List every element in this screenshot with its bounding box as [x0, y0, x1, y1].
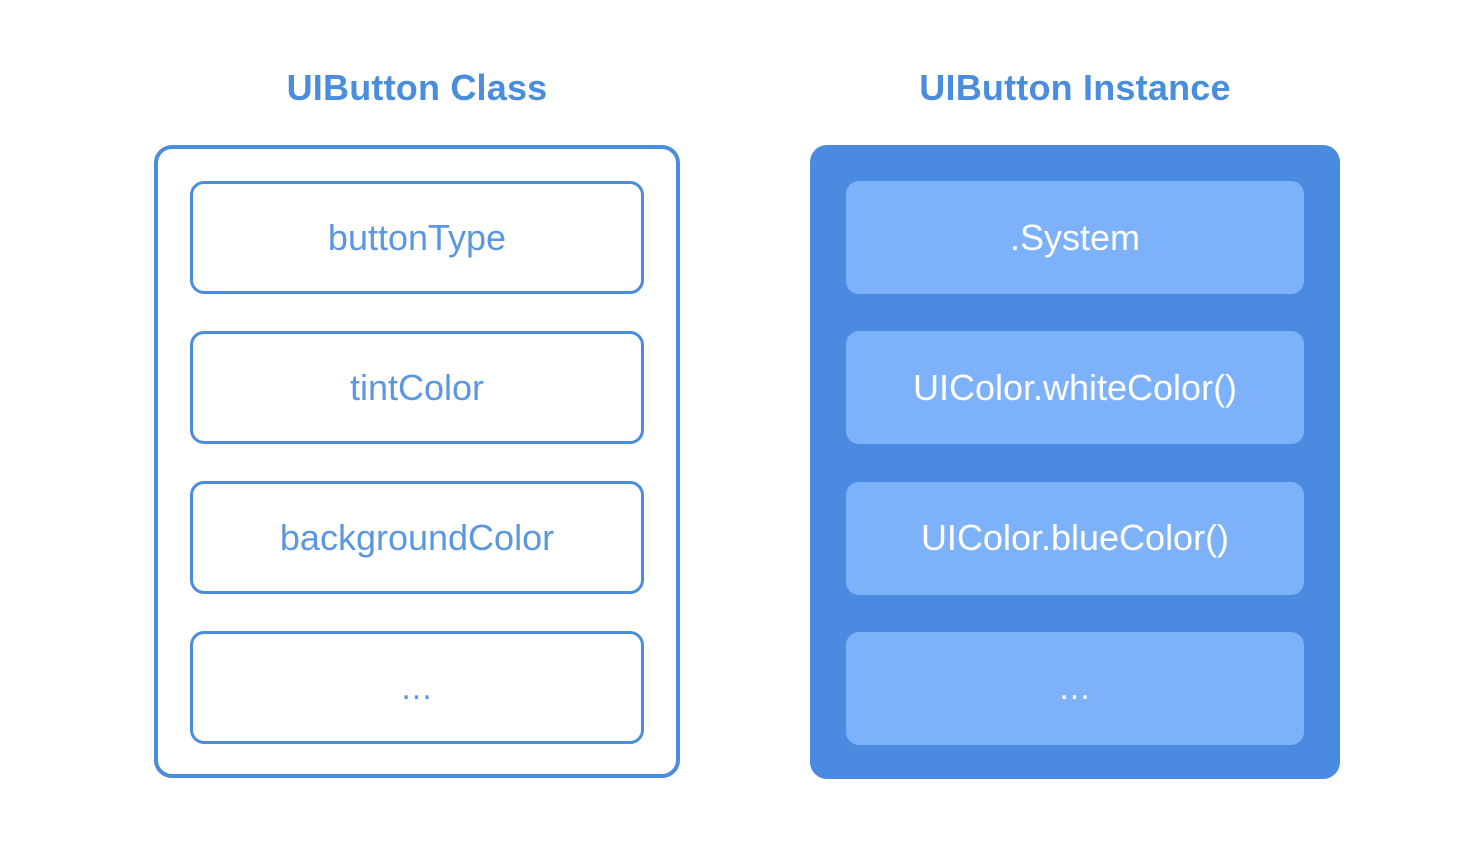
- page-title-uibutton-class: UIButton Class: [286, 67, 548, 108]
- ellipsis-label: ...: [401, 668, 433, 707]
- ellipsis-label: ...: [1059, 669, 1091, 708]
- property-slot-more[interactable]: ...: [190, 631, 644, 744]
- property-slot-tintcolor[interactable]: tintColor: [190, 331, 644, 444]
- slot-stack-instance: .System UIColor.whiteColor() UIColor.blu…: [846, 181, 1304, 745]
- value-slot-bluecolor[interactable]: UIColor.blueColor(): [846, 481, 1304, 595]
- property-slot-label: buttonType: [327, 216, 507, 258]
- property-slot-label: tintColor: [349, 366, 485, 408]
- panel-uibutton-class: buttonType tintColor backgroundColor ...: [154, 145, 680, 778]
- value-slot-system[interactable]: .System: [846, 181, 1304, 294]
- property-slot-buttontype[interactable]: buttonType: [190, 181, 644, 294]
- panel-uibutton-instance: .System UIColor.whiteColor() UIColor.blu…: [810, 145, 1340, 779]
- value-slot-whitecolor[interactable]: UIColor.whiteColor(): [846, 331, 1304, 445]
- value-slot-label: .System: [1009, 216, 1141, 258]
- property-slot-backgroundcolor[interactable]: backgroundColor: [190, 481, 644, 594]
- value-slot-more[interactable]: ...: [846, 631, 1304, 745]
- slot-stack-class: buttonType tintColor backgroundColor ...: [190, 181, 644, 744]
- value-slot-label: UIColor.whiteColor(): [912, 366, 1238, 408]
- value-slot-label: UIColor.blueColor(): [920, 517, 1230, 559]
- page-title-uibutton-instance: UIButton Instance: [919, 67, 1231, 108]
- property-slot-label: backgroundColor: [279, 516, 555, 558]
